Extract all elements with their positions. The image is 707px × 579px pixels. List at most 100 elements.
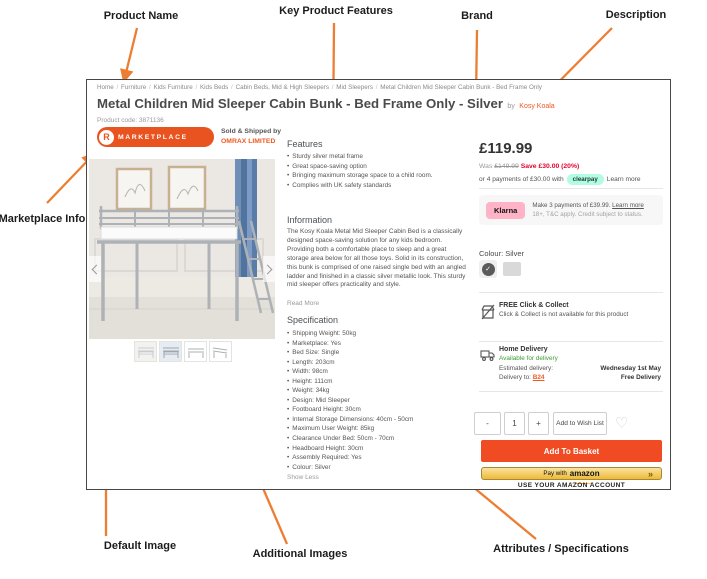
marketplace-row: R MARKETPLACE Sold & Shipped by OMRAX LI…: [97, 127, 303, 147]
breadcrumb-item[interactable]: Kids Furniture: [153, 84, 193, 91]
label-product-name: Product Name: [103, 10, 179, 22]
heart-icon[interactable]: ♡: [615, 415, 629, 432]
amazon-pay-button[interactable]: Pay with amazon »: [481, 467, 662, 484]
klarna-line2: 18+, T&C apply. Credit subject to status…: [532, 211, 643, 218]
gallery-prev-button[interactable]: [89, 256, 102, 282]
divider: [479, 391, 663, 392]
amazon-smile-icon: [569, 481, 594, 484]
thumbnail-4[interactable]: [209, 341, 232, 362]
breadcrumb-separator: /: [229, 84, 235, 91]
specification-item: Shipping Weight: 50kg: [287, 329, 469, 339]
chevron-right-icon: [262, 264, 273, 274]
add-to-wishlist-button[interactable]: Add to Wish List: [553, 412, 607, 435]
marketplace-badge-word: MARKETPLACE: [118, 133, 188, 141]
click-collect-subtitle: Click & Collect is not available for thi…: [499, 311, 629, 318]
information-paragraph: The Kosy Koala Metal Mid Sleeper Cabin B…: [287, 228, 466, 289]
thumb-bed-icon: [162, 347, 179, 358]
add-to-basket-button[interactable]: Add To Basket: [481, 440, 662, 462]
was-price: £149.99: [494, 163, 519, 170]
divider: [479, 188, 663, 189]
specification-item: Assembly Required: Yes: [287, 453, 469, 463]
breadcrumb-separator: /: [147, 84, 153, 91]
save-badge: Save £30.00 (20%): [520, 163, 580, 170]
estimated-delivery-value: Wednesday 1st May: [600, 365, 661, 372]
specification-item: Headboard Height: 30cm: [287, 444, 469, 454]
postcode-link[interactable]: B24: [532, 374, 545, 381]
label-key-product-features: Key Product Features: [279, 5, 393, 17]
product-main-image: [89, 159, 275, 339]
breadcrumb-item[interactable]: Mid Sleepers: [336, 84, 374, 91]
click-collect-title: FREE Click & Collect: [499, 302, 569, 309]
breadcrumb-separator: /: [193, 84, 199, 91]
page-title: Metal Children Mid Sleeper Cabin Bunk - …: [97, 96, 503, 111]
thumbnail-1[interactable]: [134, 341, 157, 362]
marketplace-r-icon: R: [99, 129, 114, 145]
klarna-learn-more-link[interactable]: Learn more: [612, 202, 644, 209]
swatch-silver-selected[interactable]: ✓: [479, 260, 497, 278]
read-more-link[interactable]: Read More: [287, 300, 320, 307]
title-row: Metal Children Mid Sleeper Cabin Bunk - …: [97, 95, 663, 113]
clearpay-learn-more-link[interactable]: Learn more: [606, 176, 641, 183]
breadcrumb-item[interactable]: Metal Children Mid Sleeper Cabin Bunk - …: [380, 84, 542, 91]
by-label: by: [507, 103, 515, 110]
features-heading: Features: [287, 139, 323, 149]
thumb-bed-icon: [187, 348, 204, 358]
colour-label: Colour: Silver: [479, 249, 525, 258]
estimated-delivery-label: Estimated delivery:: [499, 365, 553, 372]
quantity-increase-button[interactable]: +: [528, 412, 549, 435]
product-code: Product code: 3871136: [97, 117, 164, 124]
specification-item: Clearance Under Bed: 50cm - 70cm: [287, 434, 469, 444]
klarna-text: Make 3 payments of £39.99. Learn more 18…: [532, 201, 643, 219]
specification-item: Bed Size: Single: [287, 348, 469, 358]
breadcrumb-item[interactable]: Home: [97, 84, 114, 91]
breadcrumb-separator: /: [114, 84, 121, 91]
feature-item: Bringing maximum storage space to a chil…: [287, 171, 467, 181]
breadcrumb-item[interactable]: Cabin Beds, Mid & High Sleepers: [235, 84, 330, 91]
gallery-next-button[interactable]: [262, 256, 275, 282]
specification-item: Internal Storage Dimensions: 40cm - 50cm: [287, 415, 469, 425]
show-less-link[interactable]: Show Less: [287, 474, 319, 481]
installments-line: or 4 payments of £30.00 with clearpay Le…: [479, 174, 641, 185]
quantity-value[interactable]: 1: [504, 412, 525, 435]
thumbnail-3[interactable]: [184, 341, 207, 362]
breadcrumb-separator: /: [330, 84, 336, 91]
features-list: Sturdy silver metal frameGreat space-sav…: [287, 152, 467, 190]
product-page-card: Home / Furniture / Kids Furniture / Kids…: [86, 79, 671, 490]
bed-frame-graphic: [97, 206, 275, 321]
breadcrumb-item[interactable]: Kids Beds: [199, 84, 229, 91]
chevron-left-icon: [91, 264, 102, 274]
seller-link[interactable]: OMRAX LIMITED: [221, 138, 276, 146]
delivery-availability: Available for delivery: [499, 355, 558, 362]
specification-item: Colour: Silver: [287, 463, 469, 473]
amazon-chevrons-icon: »: [647, 468, 653, 479]
feature-item: Great space-saving option: [287, 162, 467, 172]
thumb-bed-icon: [137, 347, 154, 358]
divider: [479, 292, 663, 293]
delivery-to-row: Delivery to: B24 Free Delivery: [499, 373, 661, 382]
feature-item: Complies with UK safety standards: [287, 181, 467, 191]
swatch-check-icon: ✓: [481, 262, 495, 276]
was-label: Was: [479, 163, 493, 170]
sold-by-prefix: Sold & Shipped by: [221, 128, 282, 135]
amazon-account-note: USE YOUR AMAZON ACCOUNT: [517, 482, 626, 489]
breadcrumb-item[interactable]: Furniture: [121, 84, 147, 91]
installments-text: or 4 payments of £30.00 with: [479, 176, 564, 183]
arrow-product-name: [120, 27, 139, 84]
wall-frame-icon: [115, 167, 153, 211]
delivery-estimate-row: Estimated delivery: Wednesday 1st May: [499, 364, 661, 373]
label-additional-images: Additional Images: [252, 548, 348, 560]
amazon-logo: amazon: [569, 464, 600, 484]
specification-item: Height: 111cm: [287, 377, 469, 387]
klarna-logo: Klarna: [486, 201, 526, 219]
pay-with-label: Pay with: [543, 470, 567, 477]
specification-list: Shipping Weight: 50kgMarketplace: YesBed…: [287, 329, 469, 472]
specification-item: Width: 98cm: [287, 367, 469, 377]
swatch-grey[interactable]: [503, 262, 521, 276]
marketplace-badge: R MARKETPLACE: [97, 127, 214, 147]
quantity-decrease-button[interactable]: -: [474, 412, 501, 435]
label-marketplace-info: Marketplace Info: [0, 213, 86, 225]
label-brand: Brand: [461, 10, 493, 22]
label-attributes-specifications: Attributes / Specifications: [493, 543, 629, 555]
brand-link[interactable]: Kosy Koala: [519, 103, 555, 110]
thumbnail-2[interactable]: [159, 341, 182, 362]
